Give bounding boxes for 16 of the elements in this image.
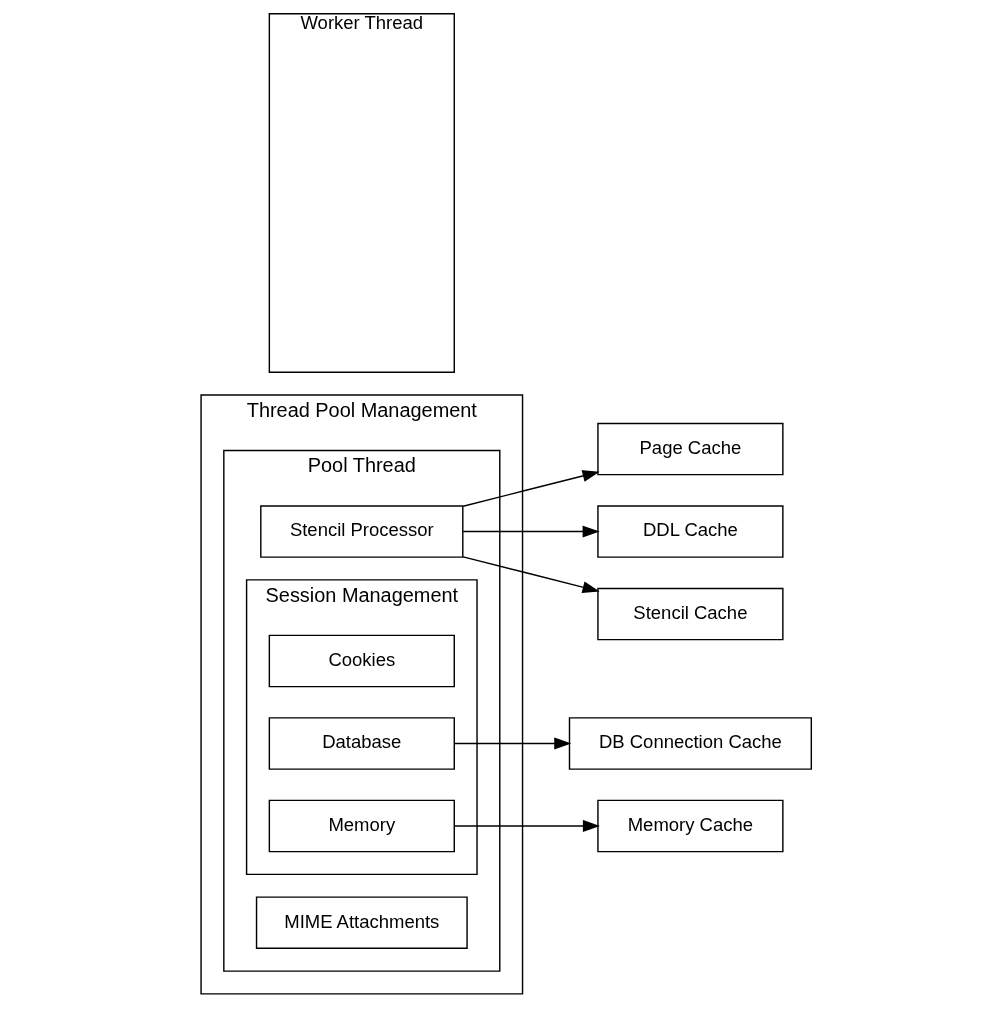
node-box: MIME Attachments <box>255 896 468 950</box>
node-box: Stencil Cache <box>596 587 784 641</box>
node-box: Worker Thread <box>268 13 455 373</box>
node-box: Memory Cache <box>596 799 784 853</box>
arrow <box>461 556 600 594</box>
arrow <box>461 525 600 538</box>
node-box: DDL Cache <box>596 505 784 558</box>
arrow <box>453 737 571 750</box>
node-box: Page Cache <box>596 422 784 476</box>
arrow <box>461 470 600 507</box>
node-box: Memory <box>268 799 455 853</box>
arrow <box>453 820 600 832</box>
node-box: Stencil Processor <box>259 505 463 558</box>
node-box: Database <box>268 717 455 770</box>
node-box: Cookies <box>268 634 455 688</box>
node-box: DB Connection Cache <box>568 717 812 770</box>
